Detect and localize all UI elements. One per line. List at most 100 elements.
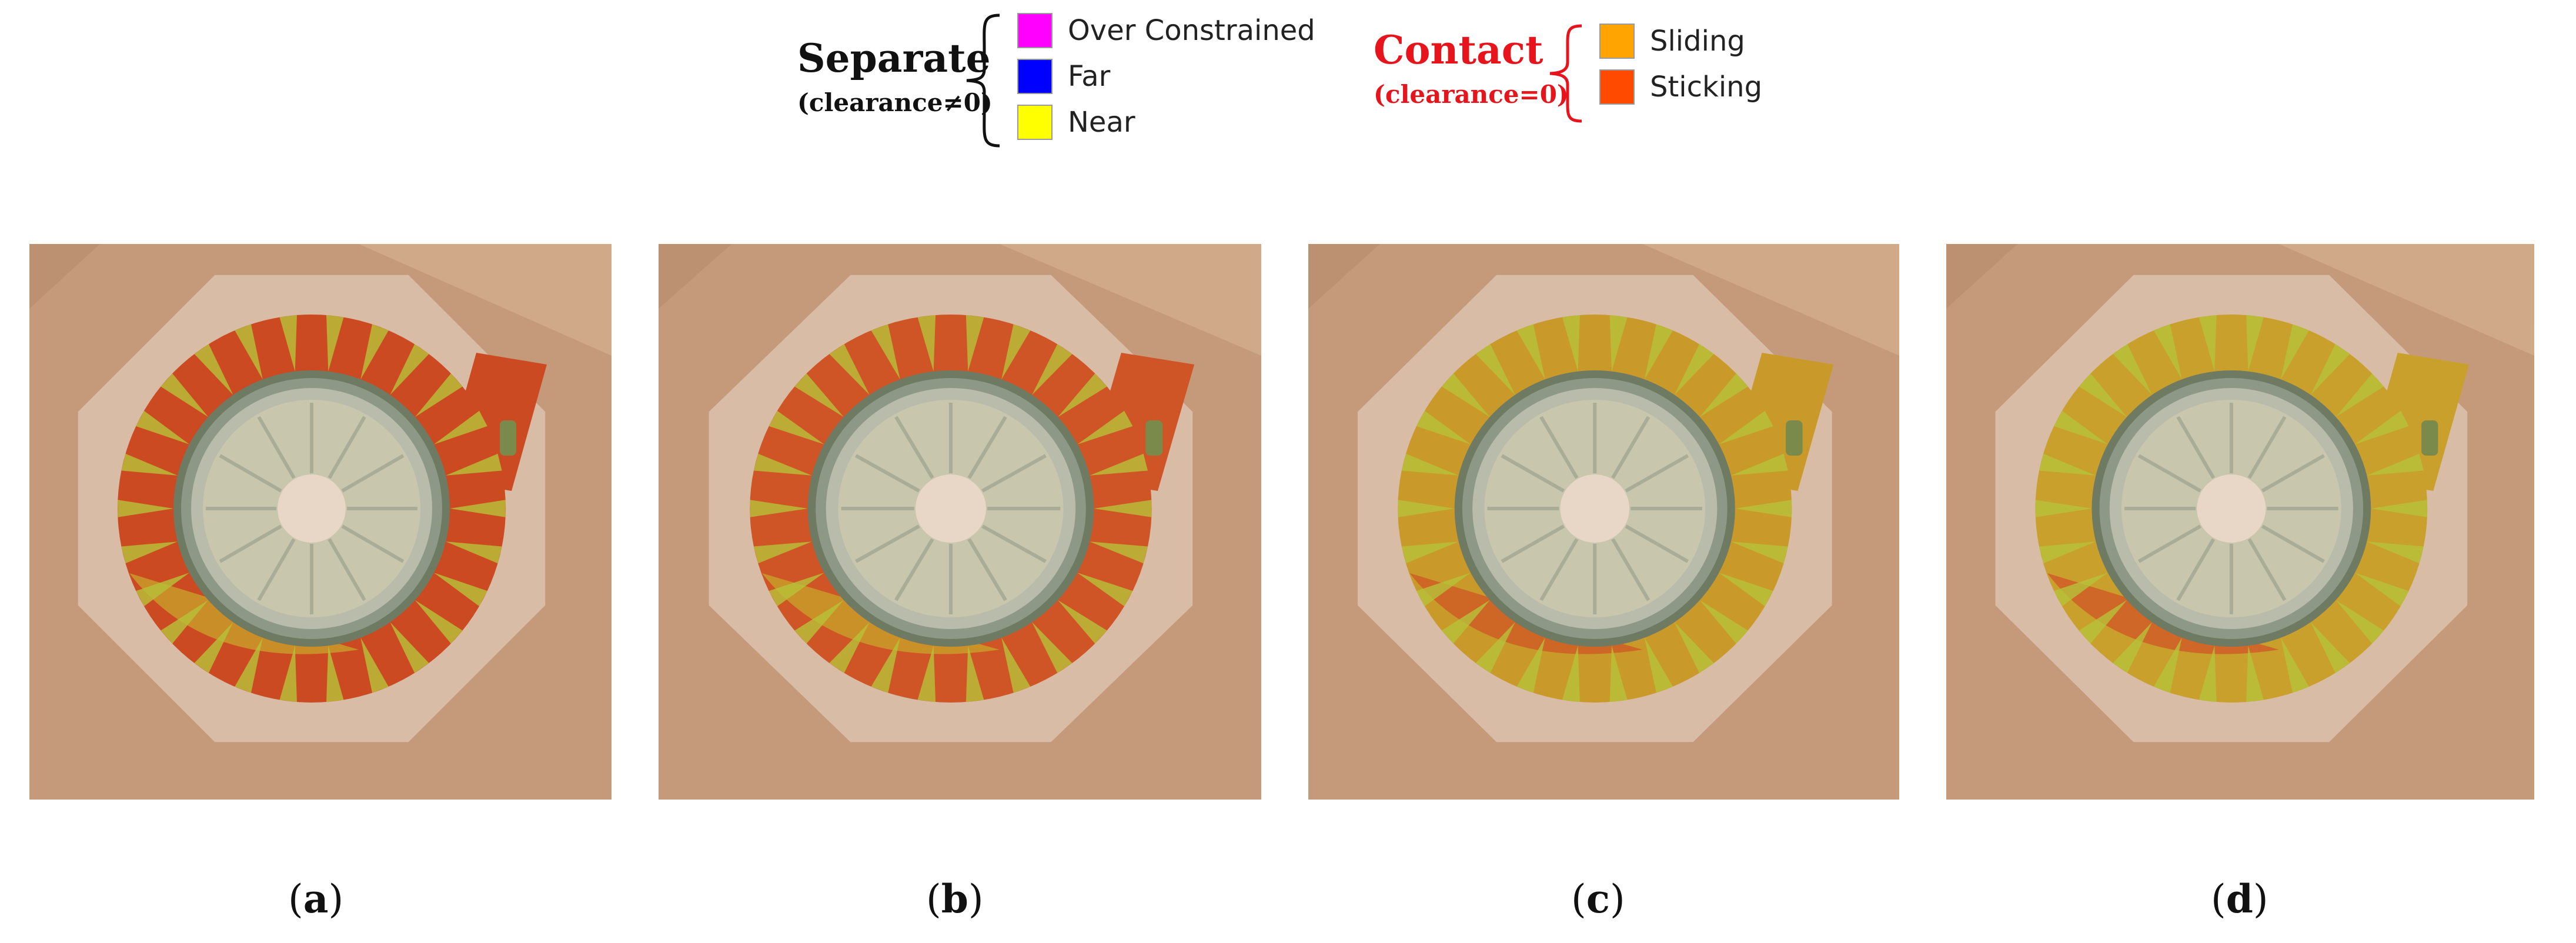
runner-hub [278,474,346,543]
stay-vane-wedge [1609,646,1628,703]
runner-hub [2197,474,2266,543]
caption-letter-a: a [303,876,329,922]
swatch-sticking [1599,69,1635,105]
caption-letter-b: b [941,876,968,922]
legend-separate: Separate (clearance≠0) Over Constrained … [788,0,1317,153]
caption-letter-c: c [1586,876,1610,922]
legend-item-near: Near [1017,105,1135,140]
stay-vane-wedge [446,453,502,476]
runner-spoke [341,524,405,563]
runner-spoke [257,538,296,601]
caption-b: (b) [926,876,984,922]
runner-spoke [2261,524,2325,563]
runner-spoke [967,538,1007,601]
stay-vane-wedge [1719,573,1773,607]
swatch-near [1017,105,1053,140]
stay-vane-wedge [2280,324,2309,380]
pipe-flange [1145,420,1163,456]
stay-vane-wedge [753,453,812,476]
stay-vane-wedge [2310,344,2350,395]
panel-b [659,244,1261,800]
legend-contact: Contact (clearance=0) Sliding Sticking [1370,0,1840,129]
stay-vane-wedge [1699,600,1748,644]
runner-spoke [2137,454,2201,493]
runner-spoke [894,538,934,601]
stay-vane-wedge [1562,646,1580,703]
stay-vane-wedge [794,600,844,644]
pipe-flange [1786,420,1803,456]
stay-vane-wedge [279,646,297,703]
runner-spoke [981,454,1047,493]
stay-vane-wedge [1475,344,1515,395]
runner-spoke [1611,538,1650,601]
stay-vane-wedge [917,315,936,372]
stay-vane-wedge [136,573,189,607]
swatch-over-constrained [1017,13,1053,48]
stay-vane-wedge [121,541,178,564]
runner-hub [915,474,987,543]
stay-vane-wedge [235,324,263,380]
stay-vane-wedge [1562,315,1580,372]
stay-vane-wedge [279,315,297,372]
pipe-flange [2421,420,2438,456]
turbine-image-d [1946,244,2534,800]
stay-vane-wedge [194,344,233,395]
stay-vane-wedge [2199,646,2217,703]
legend-label-sliding: Sliding [1650,25,1745,58]
runner-spoke [1539,416,1579,479]
stay-vane-wedge [326,315,344,372]
stay-vane-wedge [1674,344,1714,395]
stay-vane-wedge [1398,500,1455,517]
stay-vane-wedge [2054,573,2108,607]
stay-vane-wedge [1401,541,1459,564]
stay-vane-wedge [871,637,900,693]
caption-d: (d) [2211,876,2268,922]
runner-spoke [981,524,1047,563]
stay-vane-wedge [1609,315,1628,372]
stay-vane-wedge [434,573,487,607]
stay-vane-wedge [2246,646,2264,703]
upper-right-beam [359,244,612,356]
stay-vane-wedge [1058,373,1107,417]
legend-separate-brace [966,14,1000,148]
runner-spoke [1625,524,1689,563]
swatch-far [1017,59,1053,94]
stay-vane-wedge [1441,373,1490,417]
legend-separate-title: Separate [797,35,991,81]
legend-item-over-constrained: Over Constrained [1017,13,1315,48]
runner-spoke [967,416,1007,479]
stay-vane-wedge [1644,324,1673,380]
stay-vane-wedge [1516,324,1545,380]
panel-d [1946,244,2534,800]
stay-vane-wedge [1441,600,1490,644]
stay-vane-wedge [2336,600,2384,644]
runner-spoke [2176,538,2216,601]
stay-vane-wedge [1699,373,1748,417]
runner-hub [1560,474,1630,543]
stay-vane-wedge [1475,622,1515,673]
legend-label-sticking: Sticking [1650,71,1763,103]
stay-vane-wedge [1516,637,1545,693]
pipe-flange [500,420,516,456]
runner-spoke [2247,538,2287,601]
runner-spoke [1625,454,1689,493]
runner-spoke [1539,538,1579,601]
stay-vane-wedge [161,373,209,417]
stay-vane-wedge [1001,637,1031,693]
legend-contact-subtitle: (clearance=0) [1374,80,1569,109]
legend-item-sliding: Sliding [1599,24,1745,59]
stay-vane-wedge [769,573,824,607]
caption-letter-d: d [2226,876,2253,922]
stay-vane-wedge [2054,410,2108,444]
runner-spoke [328,538,366,601]
legend-item-far: Far [1017,59,1110,94]
stay-vane-wedge [434,410,487,444]
stay-vane-wedge [1090,541,1148,564]
stay-vane-wedge [450,500,506,517]
stay-vane-wedge [1058,600,1107,644]
stay-vane-wedge [360,637,389,693]
stay-vane-wedge [1719,410,1773,444]
stay-vane-wedge [829,344,870,395]
stay-vane-wedge [118,500,173,517]
runner-spoke [219,524,282,563]
